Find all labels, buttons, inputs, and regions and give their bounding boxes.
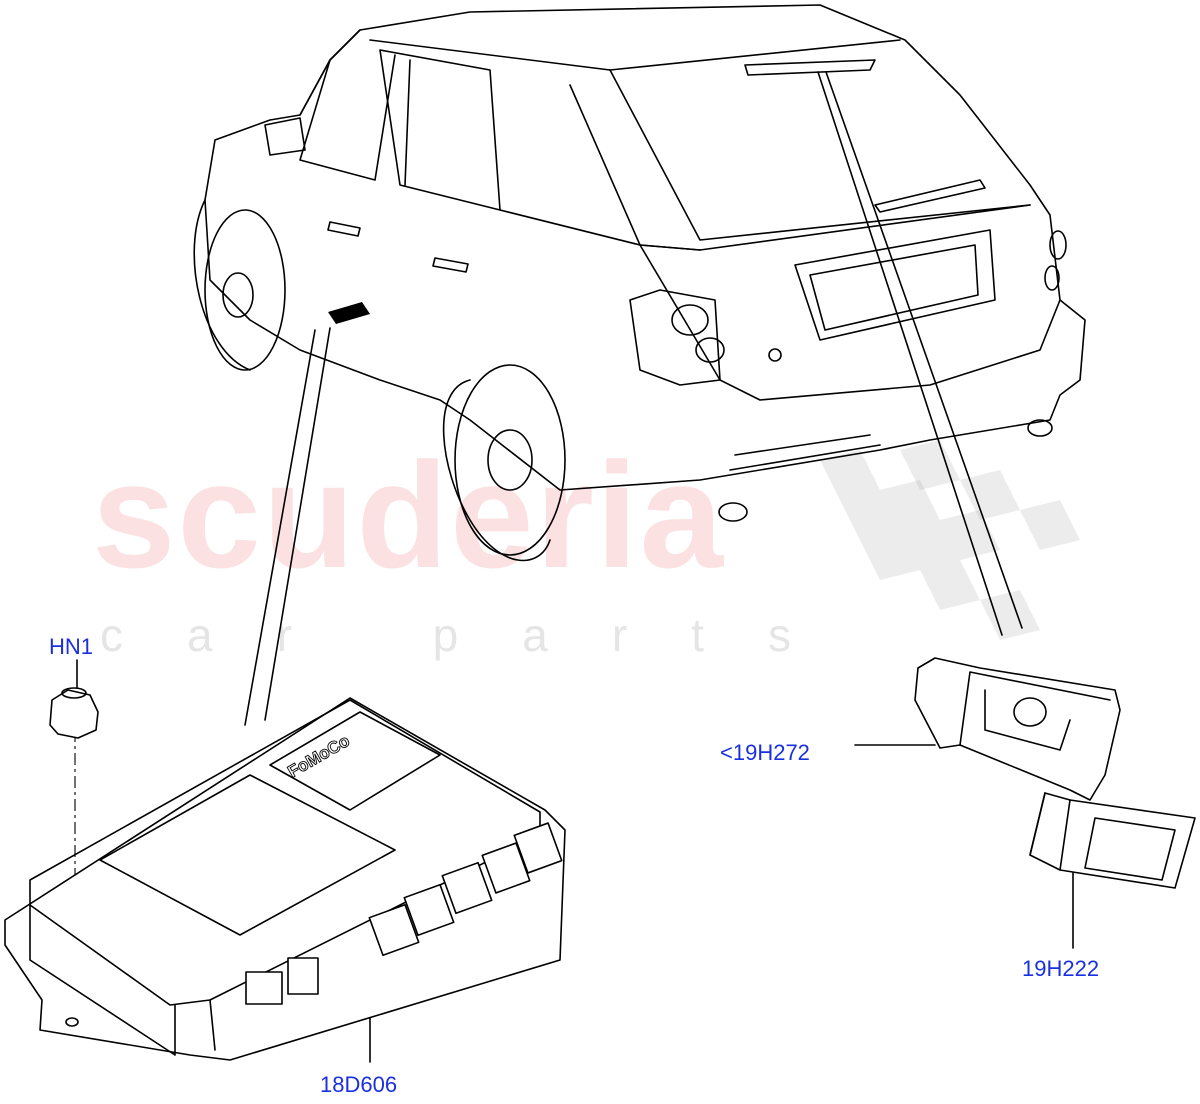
cover-19h222 <box>1029 792 1196 889</box>
camera-19h272 <box>914 657 1121 801</box>
connectors <box>245 822 563 1005</box>
callout-18d606[interactable]: 18D606 <box>320 1072 398 1097</box>
callout-19h272[interactable]: <19H272 <box>720 740 810 765</box>
checkered-flag-watermark <box>820 440 1080 640</box>
control-module-18d606: FoMoCo <box>4 697 566 1061</box>
callout-19h222[interactable]: 19H222 <box>1022 956 1100 981</box>
callout-hn1[interactable]: HN1 <box>49 634 94 659</box>
nut-hn1 <box>49 687 99 739</box>
vehicle-illustration <box>193 4 1086 562</box>
leader-lines <box>74 71 1074 1063</box>
watermark-brand: scuderia <box>92 431 725 599</box>
watermark-tagline: car parts <box>100 609 855 661</box>
